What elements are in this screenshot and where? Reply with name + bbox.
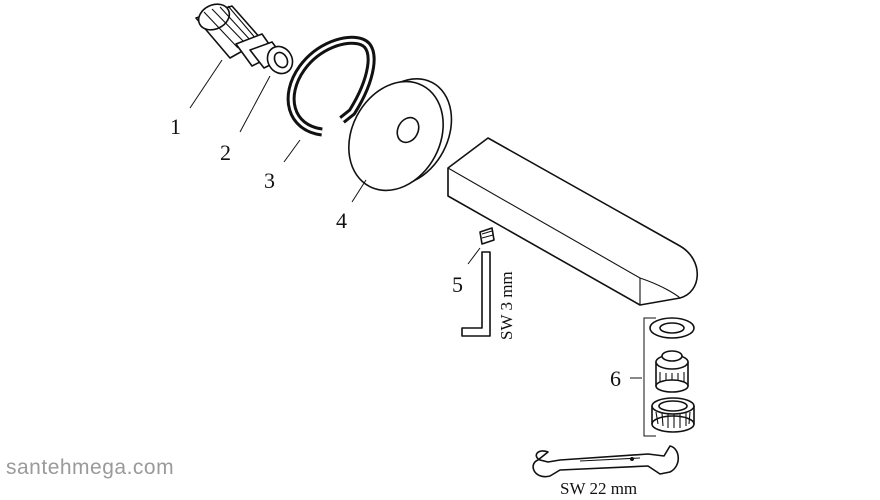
callout-5: 5 (452, 272, 463, 297)
wrench-label: SW 22 mm (560, 479, 637, 498)
leader-lines (189, 59, 642, 379)
part-5-grub-screw (479, 227, 495, 245)
watermark-text: santehmega.com (6, 456, 175, 479)
hex-key-icon (461, 251, 491, 337)
spout-body (447, 137, 699, 306)
wrench-icon (532, 445, 680, 478)
callout-6: 6 (610, 366, 621, 391)
part-3-retaining-clip (286, 35, 376, 137)
part-6-aerator-set (643, 317, 695, 437)
callout-4: 4 (336, 208, 347, 233)
part-4-rosette-disk (348, 77, 453, 192)
hex-key-label: SW 3 mm (497, 271, 516, 340)
callout-2: 2 (220, 140, 231, 165)
part-2-nipple (266, 45, 294, 75)
callout-3: 3 (264, 168, 275, 193)
callout-1: 1 (170, 114, 181, 139)
